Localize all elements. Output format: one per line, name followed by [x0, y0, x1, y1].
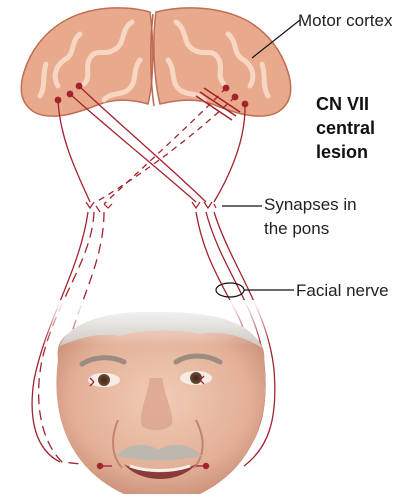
lesion-title-line1: CN VII — [316, 92, 375, 116]
pons-synapses — [86, 202, 216, 212]
brain-coronal-section — [21, 8, 291, 116]
lesion-title: CN VII central lesion — [316, 92, 375, 164]
label-facial-nerve: Facial nerve — [296, 280, 389, 302]
tract-right-crossing-dashed — [104, 88, 226, 204]
patient-face — [40, 300, 280, 494]
tract-left-crossing-a — [70, 94, 196, 202]
lesion-title-line2: central — [316, 116, 375, 140]
label-synapses-line2: the pons — [264, 218, 329, 240]
tract-left-crossing-b — [79, 86, 206, 202]
lesion-title-line3: lesion — [316, 140, 375, 164]
tract-right-crossing-dashed-b — [96, 97, 235, 202]
label-synapses-line1: Synapses in — [264, 194, 357, 216]
label-motor-cortex: Motor cortex — [298, 10, 392, 32]
